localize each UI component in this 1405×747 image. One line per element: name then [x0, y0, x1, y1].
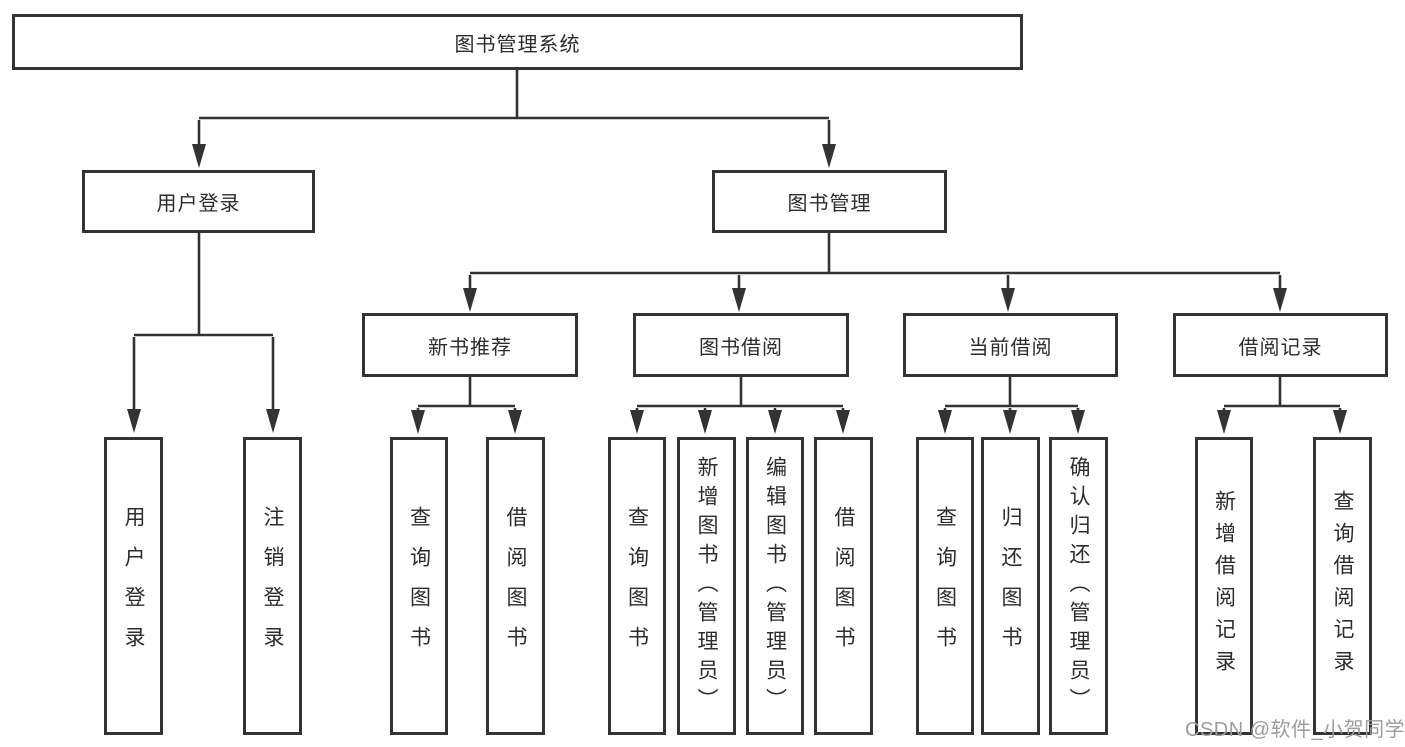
arrowhead: [127, 409, 141, 433]
connector-new-book-recommend-children: [416, 377, 517, 412]
arrowhead: [463, 288, 477, 312]
connector-book-borrow-children: [635, 377, 845, 412]
leaf-add-books-admin-label: 新增图书（管理员）: [695, 455, 718, 717]
node-root: 图书管理系统: [12, 14, 1023, 70]
connector-current-borrow-children: [943, 377, 1080, 412]
leaf-add-borrow-record-label: 新增借阅记录: [1212, 490, 1236, 682]
arrowhead: [768, 410, 782, 434]
leaf-user-login: 用户登录: [104, 437, 163, 735]
leaf-confirm-return-admin: 确认归还（管理员）: [1049, 437, 1108, 735]
leaf-edit-books-admin: 编辑图书（管理员）: [746, 437, 804, 735]
leaf-borrow-books: 借阅图书: [814, 437, 873, 735]
leaf-query-books-recommend-label: 查询图书: [407, 506, 431, 666]
node-book-management: 图书管理: [712, 170, 947, 233]
node-book-borrow-label: 图书借阅: [699, 336, 783, 359]
leaf-query-books-current: 查询图书: [916, 437, 974, 735]
arrowhead: [1333, 410, 1347, 434]
leaf-borrow-books-recommend: 借阅图书: [486, 437, 545, 735]
arrowhead: [630, 410, 644, 434]
leaf-edit-books-admin-label: 编辑图书（管理员）: [763, 455, 787, 717]
arrowhead: [266, 409, 280, 433]
leaf-return-books: 归还图书: [981, 437, 1040, 735]
arrowhead: [1273, 288, 1287, 312]
leaf-query-borrow-record: 查询借阅记录: [1313, 437, 1372, 735]
leaf-query-borrow-record-label: 查询借阅记录: [1331, 490, 1354, 682]
node-new-book-recommend-label: 新书推荐: [428, 336, 512, 359]
arrowhead: [1003, 410, 1017, 434]
leaf-query-books-recommend: 查询图书: [390, 437, 448, 735]
leaf-return-books-label: 归还图书: [999, 506, 1022, 666]
arrowhead: [836, 410, 850, 434]
arrowhead: [1217, 410, 1231, 434]
node-user-login: 用户登录: [82, 170, 315, 233]
leaf-user-login-label: 用户登录: [122, 506, 145, 666]
arrowhead: [938, 410, 952, 434]
leaf-query-books-borrow: 查询图书: [608, 437, 666, 735]
node-borrow-records: 借阅记录: [1173, 313, 1388, 377]
leaf-confirm-return-admin-label: 确认归还（管理员）: [1067, 455, 1090, 717]
node-new-book-recommend: 新书推荐: [362, 313, 578, 377]
arrowhead: [1001, 288, 1015, 312]
node-borrow-records-label: 借阅记录: [1238, 336, 1323, 359]
leaf-add-borrow-record: 新增借阅记录: [1195, 437, 1253, 735]
connector-book-management-children: [468, 233, 1282, 290]
connector-root-to-level2: [197, 70, 831, 146]
connector-borrow-records-children: [1222, 377, 1342, 412]
arrowhead: [411, 410, 425, 434]
leaf-add-books-admin: 新增图书（管理员）: [677, 437, 736, 735]
arrowhead: [1071, 410, 1085, 434]
arrowhead: [192, 144, 206, 168]
node-current-borrow-label: 当前借阅: [968, 336, 1053, 359]
connector-user-login-children: [132, 233, 275, 410]
leaf-query-books-current-label: 查询图书: [933, 506, 957, 666]
arrowhead: [508, 410, 522, 434]
leaf-borrow-books-label: 借阅图书: [832, 506, 855, 666]
leaf-logout: 注销登录: [243, 437, 302, 735]
node-user-login-label: 用户登录: [156, 193, 241, 215]
leaf-borrow-books-recommend-label: 借阅图书: [504, 506, 527, 666]
arrowhead: [698, 410, 712, 434]
node-book-management-label: 图书管理: [787, 193, 872, 215]
leaf-logout-label: 注销登录: [261, 506, 284, 666]
leaf-query-books-borrow-label: 查询图书: [625, 506, 649, 666]
arrowhead: [732, 288, 746, 312]
node-book-borrow: 图书借阅: [633, 313, 849, 377]
node-current-borrow: 当前借阅: [903, 313, 1118, 377]
node-root-label: 图书管理系统: [454, 33, 581, 56]
csdn-watermark: CSDN @软件_小贺同学: [1185, 719, 1405, 741]
arrowhead: [822, 144, 836, 168]
